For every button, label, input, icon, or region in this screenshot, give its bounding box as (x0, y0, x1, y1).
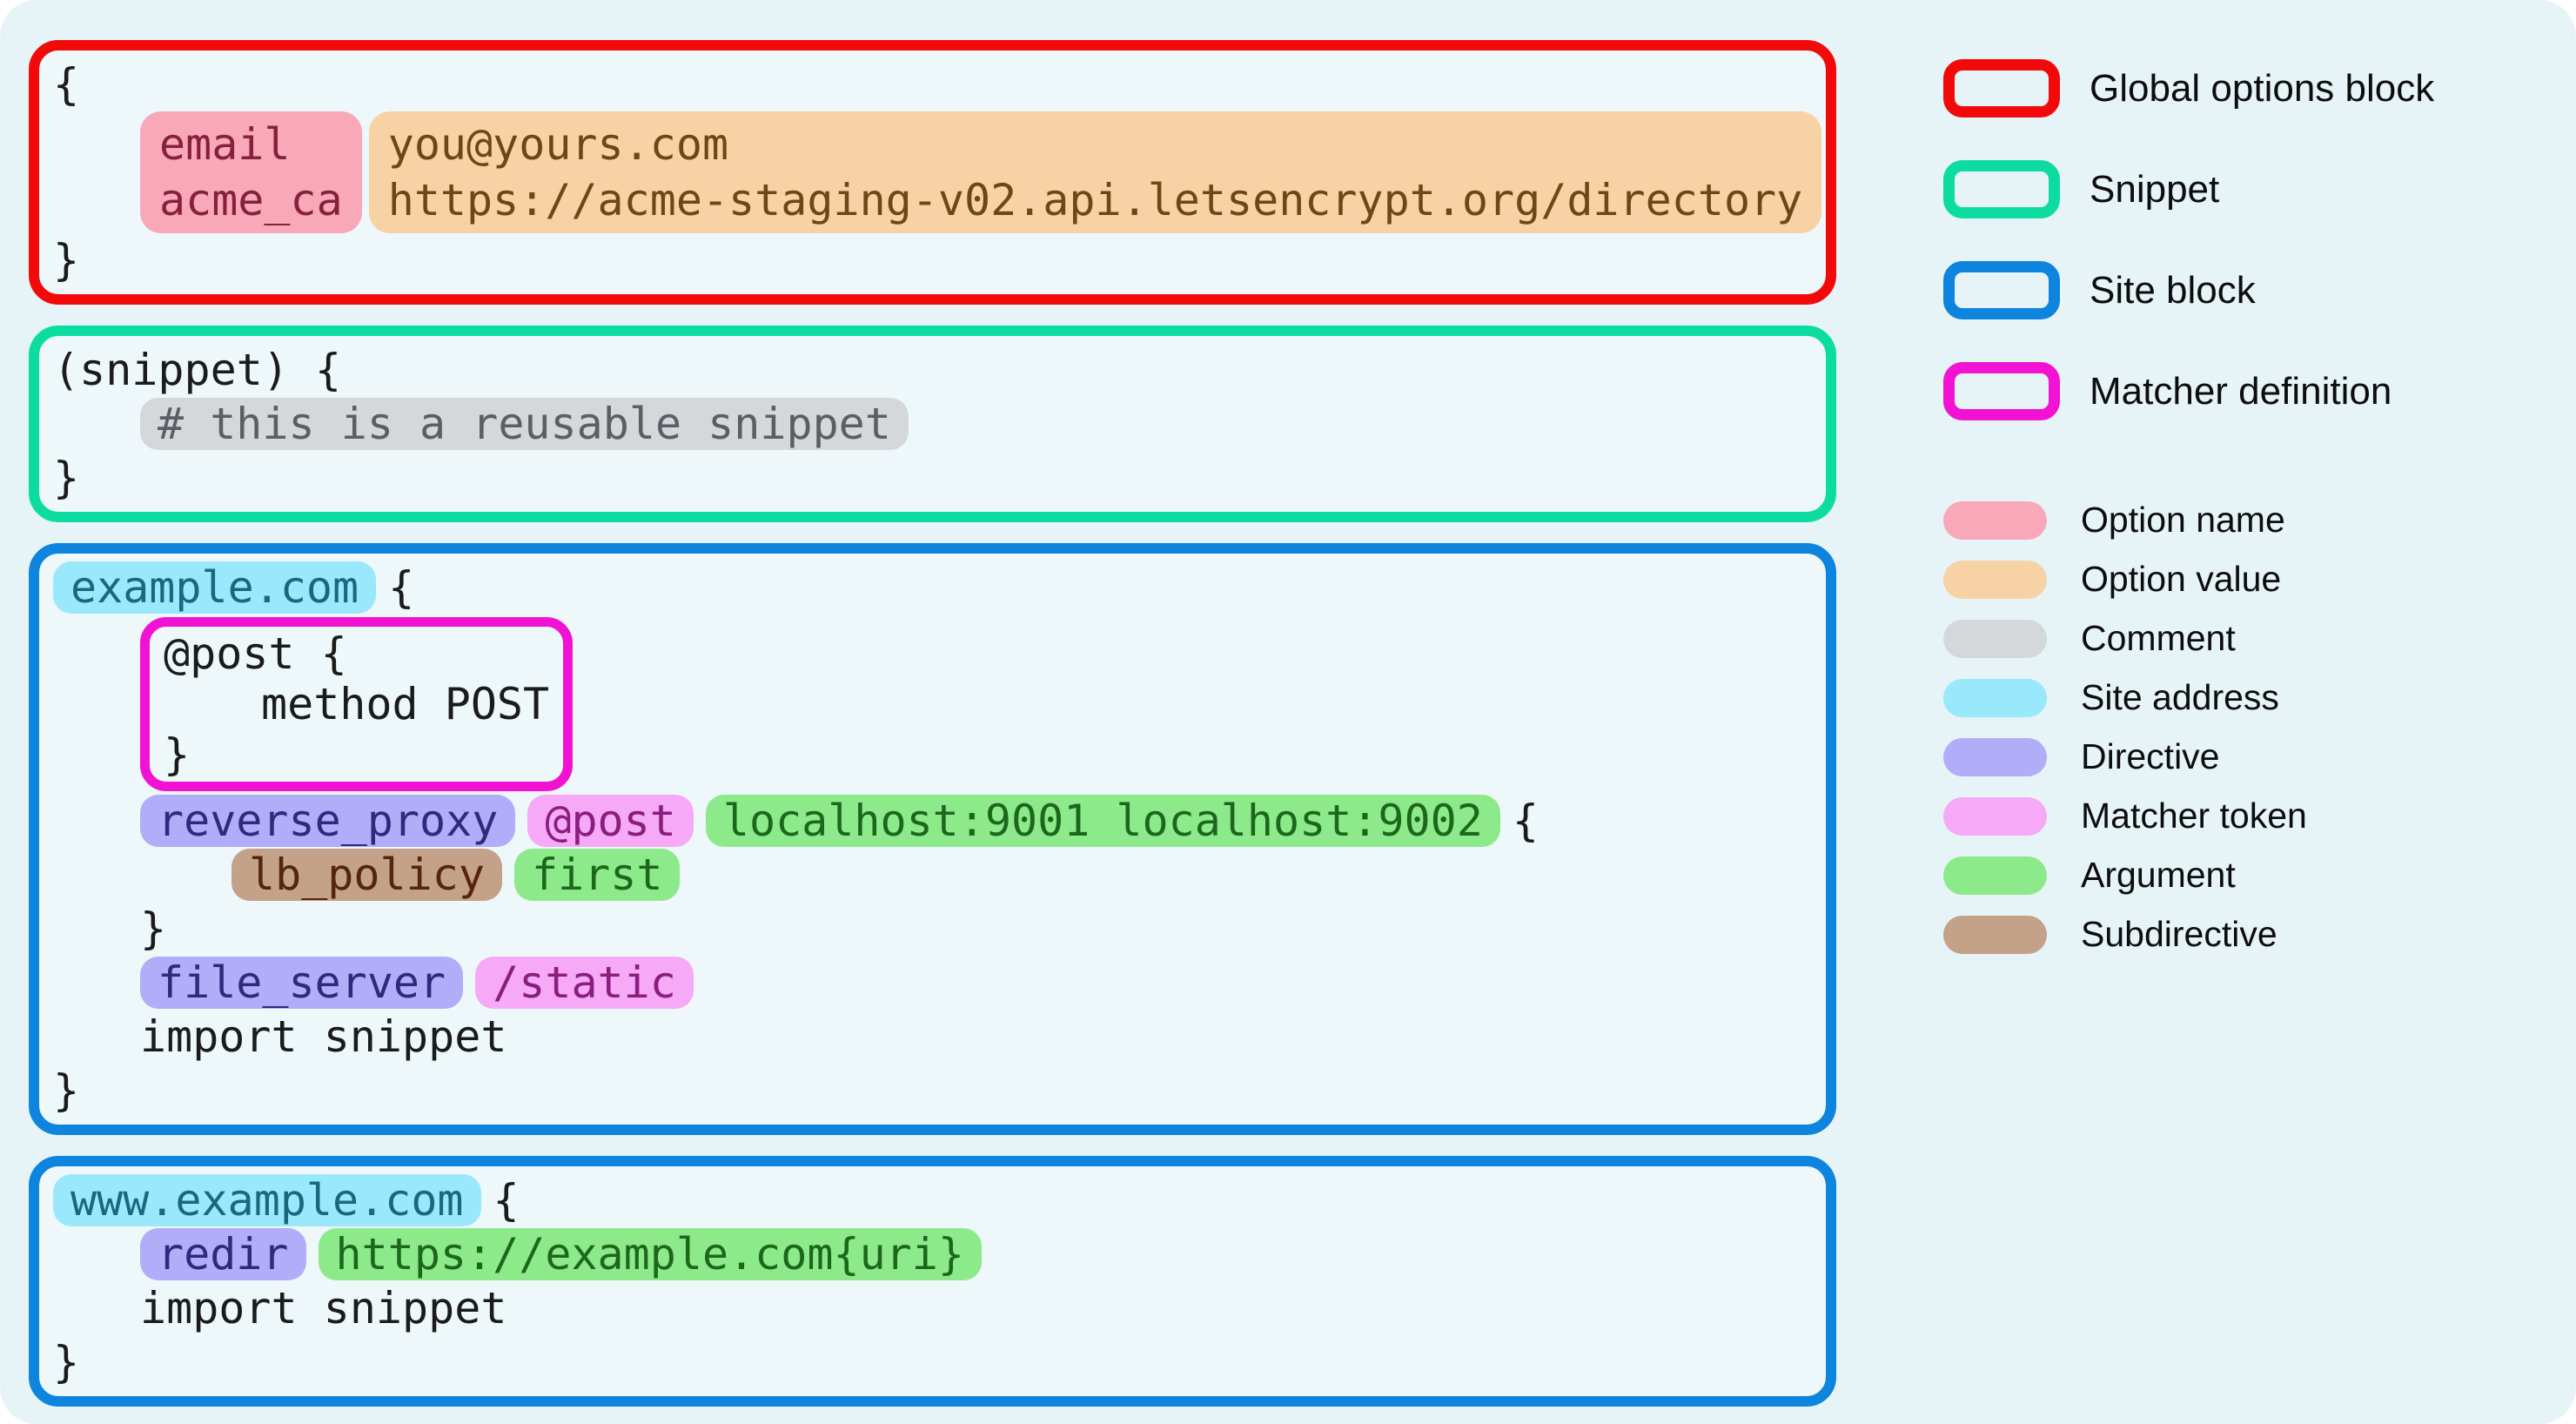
code-line: import snippet (140, 1010, 1812, 1064)
code-line: } (53, 451, 1812, 505)
matcher-token-pill: /static (475, 957, 694, 1009)
site-address-swatch-icon (1943, 678, 2047, 717)
site-block-swatch-icon (1943, 261, 2060, 319)
legend-label: Matcher definition (2090, 369, 2392, 413)
option-name-swatch-icon (1943, 500, 2047, 540)
close-brace: } (53, 235, 80, 285)
legend-label: Subdirective (2081, 914, 2277, 954)
code-line: @post { (164, 628, 549, 679)
code-line: www.example.com { (53, 1173, 1812, 1227)
directive-pill: file_server (140, 957, 464, 1009)
matcher-body: method POST (261, 679, 550, 729)
argument-swatch-icon (1943, 856, 2047, 895)
matcher-open: @post { (164, 628, 347, 679)
close-brace: } (140, 903, 167, 954)
code-column: { email acme_ca you@yours.com https://ac… (29, 40, 1836, 1424)
option-name-pill: email acme_ca (140, 111, 362, 233)
code-line: } (53, 1064, 1812, 1118)
legend-label: Global options block (2090, 66, 2435, 110)
subdirective-pill: lb_policy (231, 849, 502, 901)
legend-item-snippet: Snippet (1943, 160, 2434, 218)
subdirective-swatch-icon (1943, 915, 2047, 954)
code-line: import snippet (140, 1281, 1812, 1335)
global-options-block: { email acme_ca you@yours.com https://ac… (29, 40, 1836, 305)
argument-pill: https://example.com{uri} (318, 1228, 982, 1280)
site-block-www: www.example.com { redir https://example.… (29, 1156, 1836, 1407)
option-value-pill: you@yours.com https://acme-staging-v02.a… (368, 111, 1822, 233)
snippet-block: (snippet) { # this is a reusable snippet… (29, 326, 1836, 522)
open-brace: { (53, 59, 80, 110)
legend-item-global-options-block: Global options block (1943, 59, 2434, 118)
argument-pill: first (513, 849, 681, 901)
code-line: (snippet) { (53, 343, 1812, 397)
code-line: reverse_proxy @post localhost:9001 local… (140, 794, 1812, 848)
legend-label: Site block (2090, 268, 2256, 312)
option-value-swatch-icon (1943, 560, 2047, 599)
legend-label: Option value (2081, 559, 2282, 599)
code-line: } (53, 1335, 1812, 1389)
code-line: { (53, 57, 1812, 111)
option-value: you@yours.com (387, 119, 729, 170)
legend-label: Comment (2081, 618, 2236, 658)
directive-pill: redir (140, 1228, 306, 1280)
close-brace: } (53, 453, 80, 503)
legend-item-option-value: Option value (1943, 559, 2434, 600)
matcher-definition-swatch-icon (1943, 362, 2060, 420)
code-line: } (164, 729, 549, 780)
matcher-token-pill: @post (527, 795, 694, 847)
matcher-definition-box: @post { method POST } (140, 617, 574, 791)
matcher-token-swatch-icon (1943, 796, 2047, 836)
legend-label: Matcher token (2081, 796, 2307, 836)
code-line: lb_policy first (231, 848, 1812, 902)
fill-legend: Option name Option value Comment Site ad… (1943, 500, 2434, 955)
site-address-pill: example.com (53, 561, 377, 614)
legend-item-matcher-definition: Matcher definition (1943, 362, 2434, 420)
open-brace: { (1512, 796, 1539, 846)
code-line: } (140, 902, 1812, 956)
import-statement: import snippet (140, 1011, 507, 1062)
legend-item-matcher-token: Matcher token (1943, 796, 2434, 836)
legend-item-comment: Comment (1943, 618, 2434, 659)
directive-swatch-icon (1943, 737, 2047, 776)
argument-pill: localhost:9001 localhost:9002 (705, 795, 1500, 847)
open-brace: { (388, 562, 415, 613)
option-value: https://acme-staging-v02.api.letsencrypt… (387, 175, 1803, 225)
comment-swatch-icon (1943, 619, 2047, 658)
close-brace: } (53, 1065, 80, 1116)
code-line: # this is a reusable snippet (140, 397, 1812, 451)
snippet-swatch-icon (1943, 160, 2060, 218)
code-line: } (53, 233, 1812, 287)
legend-label: Snippet (2090, 167, 2220, 211)
option-name: email (159, 119, 291, 170)
legend: Global options block Snippet Site block … (1943, 59, 2434, 973)
code-line: method POST (261, 679, 549, 729)
legend-item-subdirective: Subdirective (1943, 914, 2434, 955)
legend-item-site-address: Site address (1943, 677, 2434, 718)
global-options-row: email acme_ca you@yours.com https://acme… (140, 111, 1822, 233)
matcher-close: } (164, 729, 191, 780)
code-line: example.com { (53, 561, 1812, 615)
comment-pill: # this is a reusable snippet (140, 398, 909, 450)
legend-label: Directive (2081, 736, 2220, 776)
code-line: file_server /static (140, 956, 1812, 1010)
legend-label: Option name (2081, 500, 2285, 540)
open-brace: { (493, 1175, 520, 1226)
legend-item-site-block: Site block (1943, 261, 2434, 319)
legend-item-option-name: Option name (1943, 500, 2434, 541)
global-options-swatch-icon (1943, 59, 2060, 118)
option-name: acme_ca (159, 175, 343, 225)
code-line: redir https://example.com{uri} (140, 1227, 1812, 1281)
close-brace: } (53, 1337, 80, 1387)
legend-item-directive: Directive (1943, 736, 2434, 777)
snippet-header: (snippet) { (53, 345, 342, 395)
site-address-pill: www.example.com (53, 1174, 481, 1226)
directive-pill: reverse_proxy (140, 795, 516, 847)
import-statement: import snippet (140, 1283, 507, 1333)
legend-item-argument: Argument (1943, 855, 2434, 896)
site-block-example: example.com { @post { method POST } reve… (29, 543, 1836, 1135)
legend-label: Site address (2081, 677, 2279, 717)
legend-label: Argument (2081, 855, 2236, 895)
